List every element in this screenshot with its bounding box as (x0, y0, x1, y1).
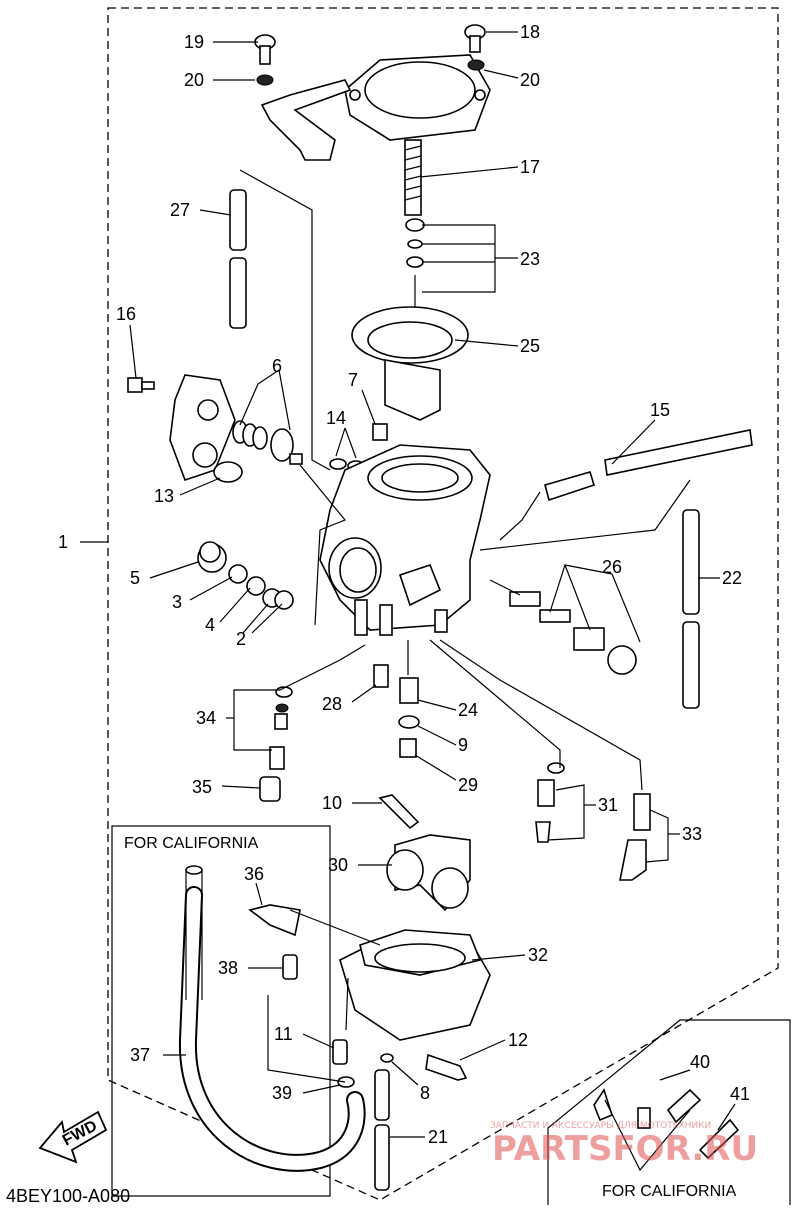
callout-5: 5 (130, 568, 140, 588)
callout-18: 18 (520, 22, 540, 42)
callout-3: 3 (172, 592, 182, 612)
washer-20-left (256, 74, 274, 86)
callout-14: 14 (326, 408, 346, 428)
washer-4 (246, 576, 266, 596)
hose-22-lower (682, 621, 700, 709)
callout-38: 38 (218, 958, 238, 978)
screw-11 (332, 1039, 348, 1065)
svg-text:ЗАПЧАСТИ И АКСЕССУАРЫ ДЛЯ МОТО: ЗАПЧАСТИ И АКСЕССУАРЫ ДЛЯ МОТОТЕХНИКИ (490, 1121, 711, 1131)
spring-6 (232, 420, 268, 450)
part-40 (593, 1088, 613, 1122)
bolt-16 (127, 377, 155, 393)
callout-29: 29 (458, 775, 478, 795)
california-label-left: FOR CALIFORNIA (124, 835, 259, 852)
hose-22-upper (682, 509, 700, 615)
watermark-logo: ЗАПЧАСТИ И АКСЕССУАРЫ ДЛЯ МОТОТЕХНИКИ PA… (490, 1121, 758, 1169)
callout-23: 23 (520, 249, 540, 269)
callout-4: 4 (205, 615, 215, 635)
callout-27: 27 (170, 200, 190, 220)
callout-37: 37 (130, 1045, 150, 1065)
throttle-bracket (260, 79, 352, 161)
hose-21-lower (374, 1124, 390, 1191)
callout-25: 25 (520, 336, 540, 356)
diaphragm-piston-25 (351, 306, 469, 421)
callout-13: 13 (154, 486, 174, 506)
diagram-code: 4BEY100-A080 (6, 1186, 130, 1206)
callout-10: 10 (322, 793, 342, 813)
callout-labels: 19 20 18 20 17 23 25 27 16 6 7 14 15 13 … (58, 22, 750, 1147)
jet-28 (373, 664, 389, 688)
carburetor-body (319, 444, 491, 636)
callout-31: 31 (598, 795, 618, 815)
clip-39 (337, 1076, 355, 1088)
callout-20-left: 20 (184, 70, 204, 90)
callout-7: 7 (348, 370, 358, 390)
callout-2: 2 (236, 629, 246, 649)
callout-33: 33 (682, 824, 702, 844)
leader-lines (80, 31, 736, 1138)
assembly-boundary (107, 7, 779, 1201)
callout-20-right: 20 (520, 70, 540, 90)
callout-39: 39 (272, 1083, 292, 1103)
callout-22: 22 (722, 568, 742, 588)
screw-19 (254, 34, 276, 65)
diaphragm-13 (213, 461, 243, 483)
washer-9 (398, 715, 420, 729)
pilot-screw-26 (509, 591, 637, 675)
needle-valve-31 (537, 779, 555, 807)
fwd-arrow-icon: FWD (38, 1110, 108, 1164)
california-label-right: FOR CALIFORNIA (602, 1183, 737, 1200)
callout-9: 9 (458, 735, 468, 755)
hose-27-lower (229, 257, 247, 329)
hose-27-upper (229, 189, 247, 251)
callout-15: 15 (650, 400, 670, 420)
hose-15 (604, 429, 753, 476)
callout-30: 30 (328, 855, 348, 875)
screw-10 (378, 794, 420, 830)
callout-28: 28 (322, 694, 342, 714)
callout-41: 41 (730, 1084, 750, 1104)
jet-29 (399, 738, 417, 758)
callout-40: 40 (690, 1052, 710, 1072)
screw-18 (464, 24, 486, 53)
hose-21-upper (374, 1069, 390, 1121)
oring-2b (274, 590, 294, 610)
callout-26: 26 (602, 557, 622, 577)
callout-6: 6 (272, 356, 282, 376)
california-box-left (111, 825, 331, 1197)
drain-screw-12 (425, 1053, 468, 1081)
spring-17 (404, 139, 422, 216)
collar-5 (197, 541, 227, 573)
california-box-right (547, 1019, 791, 1205)
callout-24: 24 (458, 700, 478, 720)
washer-20-right (467, 59, 485, 71)
starter-33 (633, 793, 651, 831)
callout-11: 11 (274, 1024, 293, 1044)
jet-7 (372, 423, 388, 441)
callout-36: 36 (244, 864, 264, 884)
oring-3 (228, 564, 248, 584)
clip-36 (248, 904, 301, 937)
screw-38 (282, 954, 298, 980)
callout-1: 1 (58, 532, 68, 552)
float-30 (386, 834, 471, 912)
float-chamber-32 (339, 929, 491, 1041)
clip-8 (380, 1053, 394, 1063)
jet-24 (399, 677, 419, 704)
callout-34: 34 (196, 708, 216, 728)
callout-19: 19 (184, 32, 204, 52)
plug-35 (259, 776, 281, 802)
callout-16: 16 (116, 304, 136, 324)
callout-21: 21 (428, 1127, 448, 1147)
pump-cover (169, 374, 236, 482)
callout-12: 12 (508, 1030, 528, 1050)
callout-32: 32 (528, 945, 548, 965)
callout-8: 8 (420, 1083, 430, 1103)
svg-text:PARTSFOR.RU: PARTSFOR.RU (492, 1129, 758, 1169)
callout-17: 17 (520, 157, 540, 177)
callout-35: 35 (192, 777, 212, 797)
